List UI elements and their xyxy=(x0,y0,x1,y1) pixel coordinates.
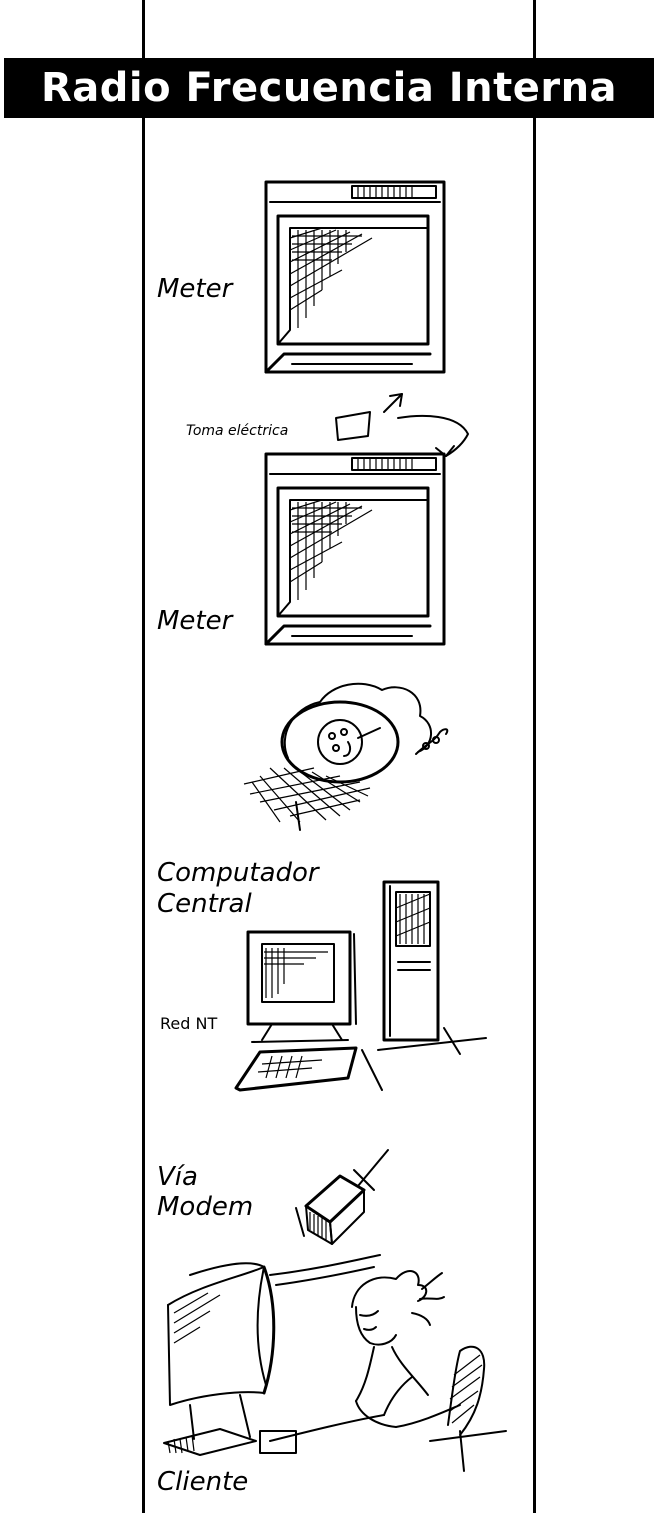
network-label: Red NT xyxy=(160,1014,217,1033)
modem-label: Modem xyxy=(157,1192,253,1223)
outlet-label: Toma eléctrica xyxy=(186,423,288,439)
central-computer-label: Central xyxy=(157,889,252,920)
title-banner: Radio Frecuencia Interna xyxy=(4,58,654,118)
meter-label: Meter xyxy=(157,274,232,305)
modem-label: Vía xyxy=(157,1162,198,1193)
page-title: Radio Frecuencia Interna xyxy=(41,65,617,111)
client-label: Cliente xyxy=(157,1467,248,1498)
central-computer-label: Computador xyxy=(157,858,319,889)
meter-label: Meter xyxy=(157,606,232,637)
client-person-at-computer-icon xyxy=(160,1245,530,1475)
dish-antenna-icon xyxy=(240,672,450,832)
meter-display-icon xyxy=(262,178,452,388)
modem-icon xyxy=(292,1146,392,1246)
desktop-computer-icon xyxy=(232,928,402,1098)
meter-display-icon xyxy=(262,450,452,660)
